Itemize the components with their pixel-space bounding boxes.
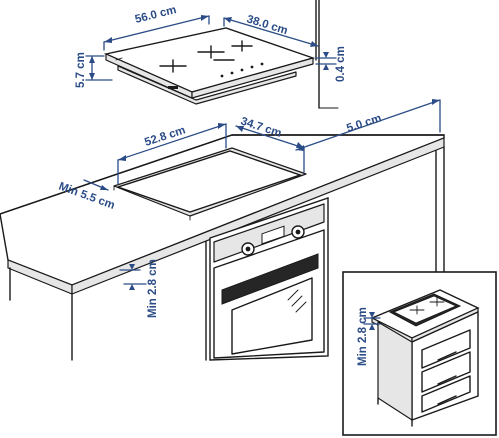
- inset-panel: Min 2.8 cm: [342, 271, 497, 436]
- cutout: [113, 147, 307, 221]
- dim-cutout-width: 52.8 cm: [143, 124, 187, 148]
- hob-connector: [168, 86, 178, 89]
- hob: [103, 27, 316, 105]
- dim-worktop-thickness: Min 2.8 cm: [147, 259, 159, 318]
- worktop: [0, 134, 445, 361]
- dimension-lines: [83, 15, 441, 290]
- dim-hob-lip: 0.4 cm: [335, 46, 347, 82]
- oven-display: [261, 225, 285, 245]
- hob-zone-marks: [115, 40, 253, 73]
- dim-inset-worktop-thickness: Min 2.8 cm: [357, 307, 369, 366]
- hob-controls: [220, 62, 264, 78]
- dim-hob-depth: 38.0 cm: [245, 13, 289, 37]
- dim-hob-height: 5.7 cm: [75, 52, 87, 88]
- dim-hob-width: 56.0 cm: [134, 4, 178, 26]
- dim-wall-clearance: 5.0 cm: [345, 112, 383, 134]
- oven: [209, 197, 329, 361]
- wall: [315, 0, 339, 109]
